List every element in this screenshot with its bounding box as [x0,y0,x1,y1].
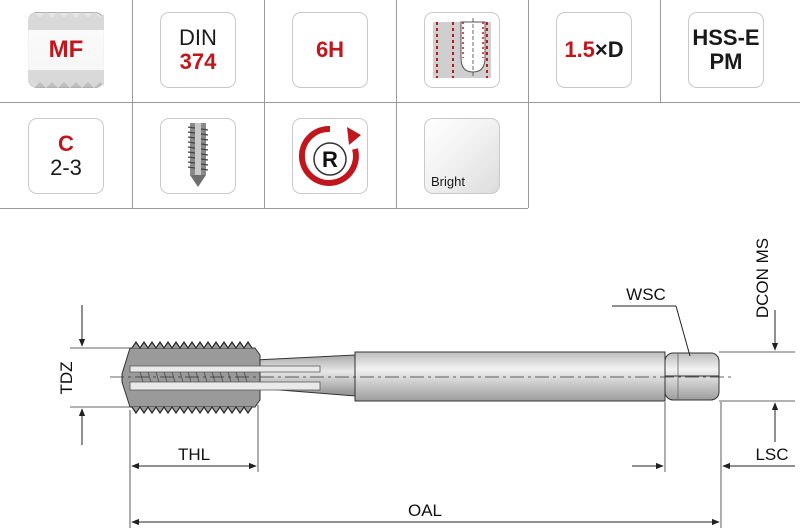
thread-type-label: MF [48,36,84,64]
blind-hole-icon [433,18,491,78]
thl-label: THL [178,445,210,464]
depth-symbol: ×D [594,37,624,63]
standard-number: 374 [179,49,217,74]
grid-divider [132,0,133,102]
thread-profile-icon [28,12,104,88]
thread-type-icon [424,12,500,88]
chamfer-form-icon: C 2-3 [28,118,104,194]
rotation-letter: R [322,147,338,172]
oal-label: OAL [408,501,442,520]
wsc-dimension: WSC [612,285,691,357]
metric-fine-thread-icon: MF [28,12,104,88]
material-line2: PM [709,49,743,74]
material-line1: HSS-E [692,25,760,51]
grid-divider [528,102,529,208]
tap-shank [354,351,666,402]
right-hand-rotation-icon: R [298,125,361,186]
tool-material-icon: HSS-E PM [688,12,764,88]
grid-divider [132,102,133,208]
standard-din-icon: DIN 374 [160,12,236,88]
dcon-dimension: DCON MS [719,238,795,442]
wsc-label: WSC [626,285,666,304]
tolerance-class-icon: 6H [292,12,368,88]
depth-factor: 1.5 [564,37,595,63]
threaded-section [121,347,261,408]
tdz-label: TDZ [57,361,76,394]
grid-divider [264,0,265,102]
tap-body [110,340,735,415]
chamfer-form: C [58,131,74,157]
spec-icon-grid: MF DIN 374 6H 1.5×D HSS-E PM C 2-3 [0,0,800,210]
oal-dimension: OAL [129,402,722,528]
thread-teeth [131,340,253,415]
lsc-label: LSC [755,445,788,464]
grid-divider [396,0,397,102]
thl-dimension: THL [129,405,259,472]
dcon-label: DCON MS [753,238,772,318]
chamfer-threads: 2-3 [50,155,82,180]
surface-finish-icon: Bright [424,118,500,194]
grid-divider [660,0,661,102]
thread-depth-icon: 1.5×D [556,12,632,88]
rotation-direction-icon: R [292,118,368,194]
tdz-dimension: TDZ [57,305,130,445]
coating-label: Bright [431,173,465,189]
grid-divider [528,0,529,102]
straight-flute-tap-icon [187,123,209,187]
tap-technical-drawing: TDZ THL OAL LSC WSC DCON MS [57,238,795,528]
standard-label: DIN [179,25,217,51]
lsc-dimension: LSC [632,402,795,472]
grid-divider [264,102,265,208]
tolerance-value: 6H [315,37,345,63]
grid-divider [396,102,397,208]
grid-divider [0,208,528,209]
tap-geometry-icon [160,118,236,194]
grid-divider [0,102,800,103]
